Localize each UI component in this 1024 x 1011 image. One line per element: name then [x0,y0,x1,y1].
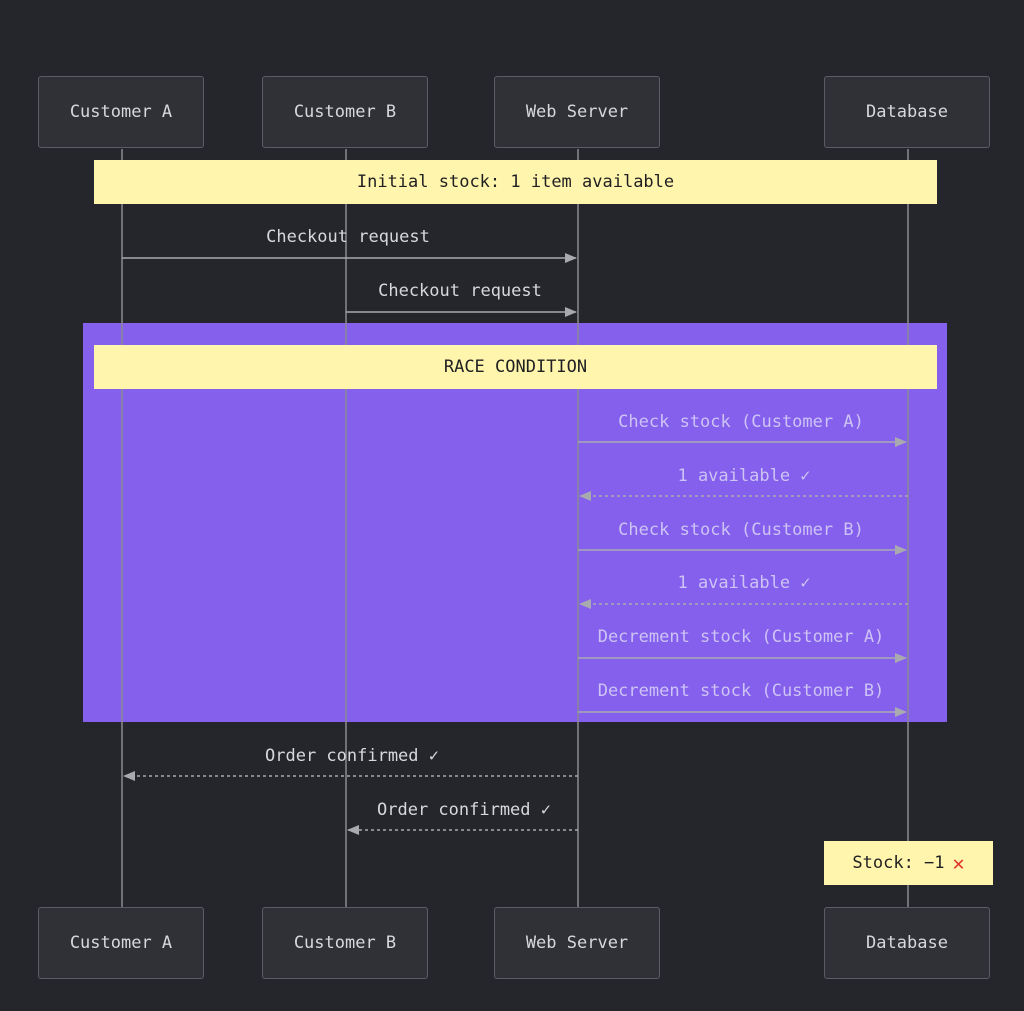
msg-label-2: Check stock (Customer A) [618,412,864,432]
actor-customer-a-top: Customer A [38,76,204,148]
msg-label-8: Order confirmed ✓ [265,746,439,766]
msg-label-9: Order confirmed ✓ [377,800,551,820]
race-condition-region [83,323,947,722]
actor-database-bottom: Database [824,907,990,979]
final-stock-label: Stock: −1 [852,853,945,873]
actor-customer-b-top: Customer B [262,76,428,148]
actor-database-top: Database [824,76,990,148]
actor-customer-a-bottom: Customer A [38,907,204,979]
actor-web-server-bottom: Web Server [494,907,660,979]
msg-label-5: 1 available ✓ [677,573,811,593]
note-initial-stock: Initial stock: 1 item available [94,160,937,204]
msg-label-0: Checkout request [266,227,430,247]
msg-label-4: Check stock (Customer B) [618,520,864,540]
actor-web-server-top: Web Server [494,76,660,148]
msg-label-6: Decrement stock (Customer A) [597,627,885,647]
actor-customer-b-bottom: Customer B [262,907,428,979]
note-final-stock: Stock: −1 ✕ [824,841,993,885]
red-x-icon: ✕ [952,851,965,875]
msg-label-7: Decrement stock (Customer B) [597,681,885,701]
note-race-condition: RACE CONDITION [94,345,937,389]
msg-label-3: 1 available ✓ [677,466,811,486]
msg-label-1: Checkout request [378,281,542,301]
